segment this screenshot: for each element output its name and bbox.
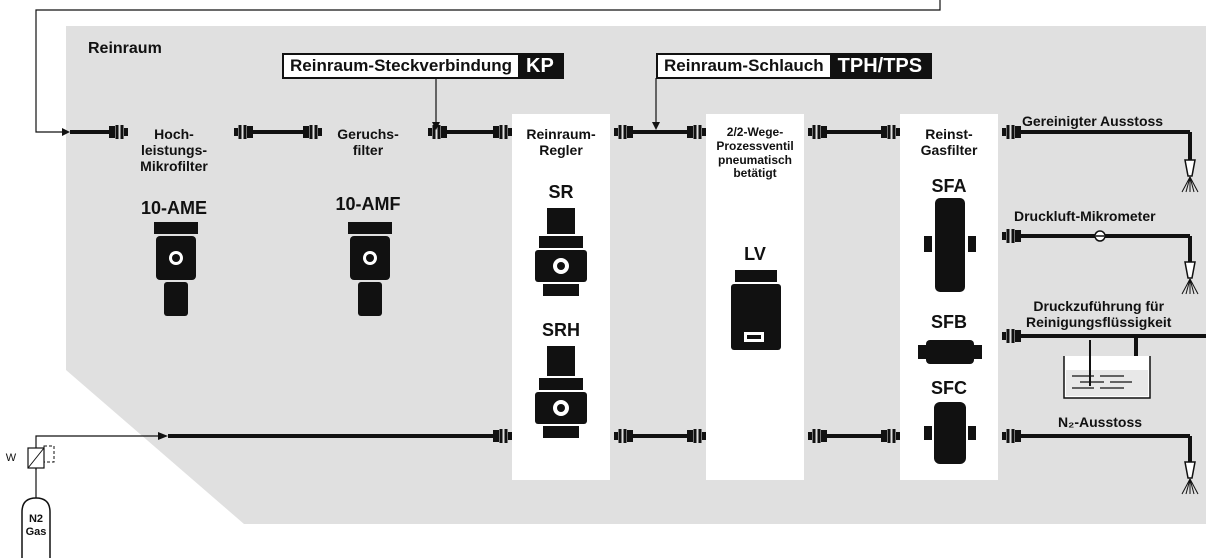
nozzle-icon: [1181, 261, 1199, 295]
model-sfc: SFC: [931, 378, 967, 398]
nozzle-icon: [1181, 461, 1199, 495]
lower-line: [168, 434, 1192, 462]
column-regulator-bg: [512, 114, 610, 480]
title-odor-filter: Geruchs- filter: [337, 126, 399, 159]
coupling-icon: [234, 125, 253, 139]
title-gasfilter: Reinst- Gasfilter: [920, 126, 978, 159]
output-micrometer: Druckluft-Mikrometer: [1014, 208, 1156, 224]
gasfilter-sfb-icon: [918, 340, 982, 364]
upper-line: [70, 130, 1192, 160]
couplings: [109, 125, 1021, 443]
badge-hose-code: TPH/TPS: [829, 55, 931, 77]
title-regulator: Reinraum- Regler: [526, 126, 596, 159]
coupling-icon: [881, 429, 900, 443]
coupling-icon: [1002, 329, 1021, 343]
gasfilter-sfc-icon: [924, 402, 976, 464]
output-n2: N₂-Ausstoss: [1058, 414, 1143, 430]
gas-cylinder-icon: [21, 445, 55, 558]
badge-connector: Reinraum-Steckverbindung KP: [282, 53, 564, 79]
feed-line: [35, 0, 941, 133]
output-cleaning-liquid: Druckzuführung für Reinigungsflüssigkeit: [1026, 298, 1172, 331]
model-10-ame: 10-AME: [140, 198, 207, 218]
cleanroom-label: Reinraum: [88, 40, 162, 57]
coupling-icon: [808, 429, 827, 443]
coupling-icon: [109, 125, 128, 139]
cleanroom-area: [66, 26, 1206, 524]
gas-label: N2 Gas: [16, 513, 56, 539]
badge-hose-label: Reinraum-Schlauch: [664, 56, 824, 75]
coupling-icon: [614, 125, 633, 139]
coupling-icon: [1002, 125, 1021, 139]
title-microfilter: Hoch- leistungs- Mikrofilter: [140, 126, 208, 175]
badge-connector-code: KP: [518, 55, 562, 77]
model-10-amf: 10-AMF: [335, 194, 401, 214]
liquid-tank-icon: [1063, 340, 1151, 399]
coupling-icon: [881, 125, 900, 139]
coupling-icon: [808, 125, 827, 139]
title-valve: 2/2-Wege- Prozessventil pneumatisch betä…: [716, 125, 794, 181]
coupling-icon: [493, 429, 512, 443]
coupling-icon: [687, 429, 706, 443]
regulator-sr-icon: [535, 208, 587, 296]
coupling-icon: [428, 125, 447, 139]
odor-filter-icon: [348, 222, 392, 316]
valve-lv-icon: [731, 270, 781, 350]
nozzles: [1181, 159, 1199, 495]
coupling-icon: [303, 125, 322, 139]
regulator-srh-icon: [535, 346, 587, 438]
coupling-icon: [1002, 429, 1021, 443]
coupling-icon: [614, 429, 633, 443]
model-sfa: SFA: [931, 176, 967, 196]
gasfilter-sfa-icon: [924, 198, 976, 292]
gas-label-gas: Gas: [25, 526, 47, 539]
badge-connector-label: Reinraum-Steckverbindung: [290, 56, 512, 75]
components: [154, 198, 982, 464]
feed-arrow-icon: [62, 128, 70, 136]
nozzle-icon: [1181, 159, 1199, 193]
gas-label-n2: N2: [28, 513, 44, 525]
output-cleaned: Gereinigter Ausstoss: [1022, 113, 1164, 129]
model-sr: SR: [548, 182, 574, 202]
coupling-icon: [493, 125, 512, 139]
coupling-icon: [1002, 229, 1021, 243]
microfilter-icon: [154, 222, 198, 316]
badge-hose: Reinraum-Schlauch TPH/TPS: [656, 53, 933, 79]
supply-arrow-icon: [158, 432, 168, 440]
hose-pointer-icon: [652, 122, 660, 130]
model-sfb: SFB: [931, 312, 967, 332]
model-srh: SRH: [541, 320, 580, 340]
coupling-icon: [687, 125, 706, 139]
connector-pointer-icon: [432, 122, 440, 130]
valve-mark: W: [5, 452, 17, 464]
model-lv: LV: [744, 244, 766, 264]
